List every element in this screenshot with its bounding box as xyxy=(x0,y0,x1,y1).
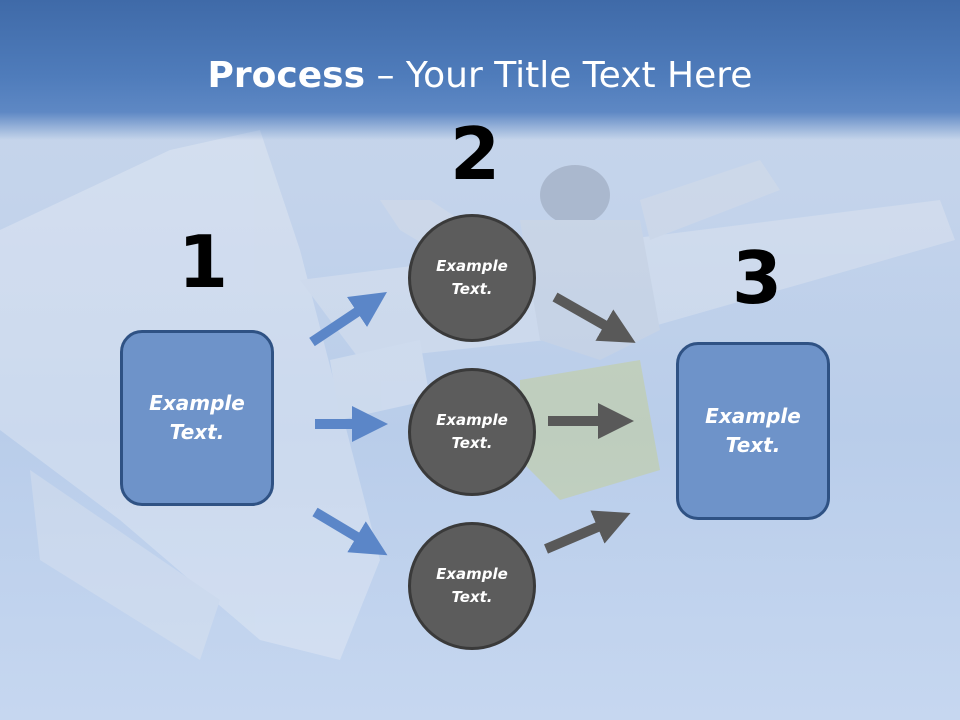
step-1-box: Example Text. xyxy=(120,330,274,506)
title-rest: – Your Title Text Here xyxy=(365,55,753,96)
title-band xyxy=(0,0,960,140)
step-2-circle-3-text: Example Text. xyxy=(436,565,508,606)
step-3-text: Example Text. xyxy=(705,404,801,457)
step-2-circle-2-text: Example Text. xyxy=(436,411,508,452)
step-2-circle-1-text: Example Text. xyxy=(436,257,508,298)
step-2-circle-2: Example Text. xyxy=(408,368,536,496)
step-1-text: Example Text. xyxy=(149,391,245,444)
slide-title: Process – Your Title Text Here xyxy=(0,54,960,98)
step-2-number: 2 xyxy=(450,112,501,196)
step-1-number: 1 xyxy=(178,220,229,304)
step-2-circle-1: Example Text. xyxy=(408,214,536,342)
blue-arrow-down xyxy=(312,507,388,556)
title-bold: Process xyxy=(207,55,366,96)
gray-arrow-down xyxy=(552,292,636,343)
step-2-circle-3: Example Text. xyxy=(408,522,536,650)
blue-arrow-up xyxy=(309,292,387,347)
step-3-number: 3 xyxy=(732,236,783,320)
gray-arrow-up xyxy=(544,510,631,554)
step-3-box: Example Text. xyxy=(676,342,830,520)
